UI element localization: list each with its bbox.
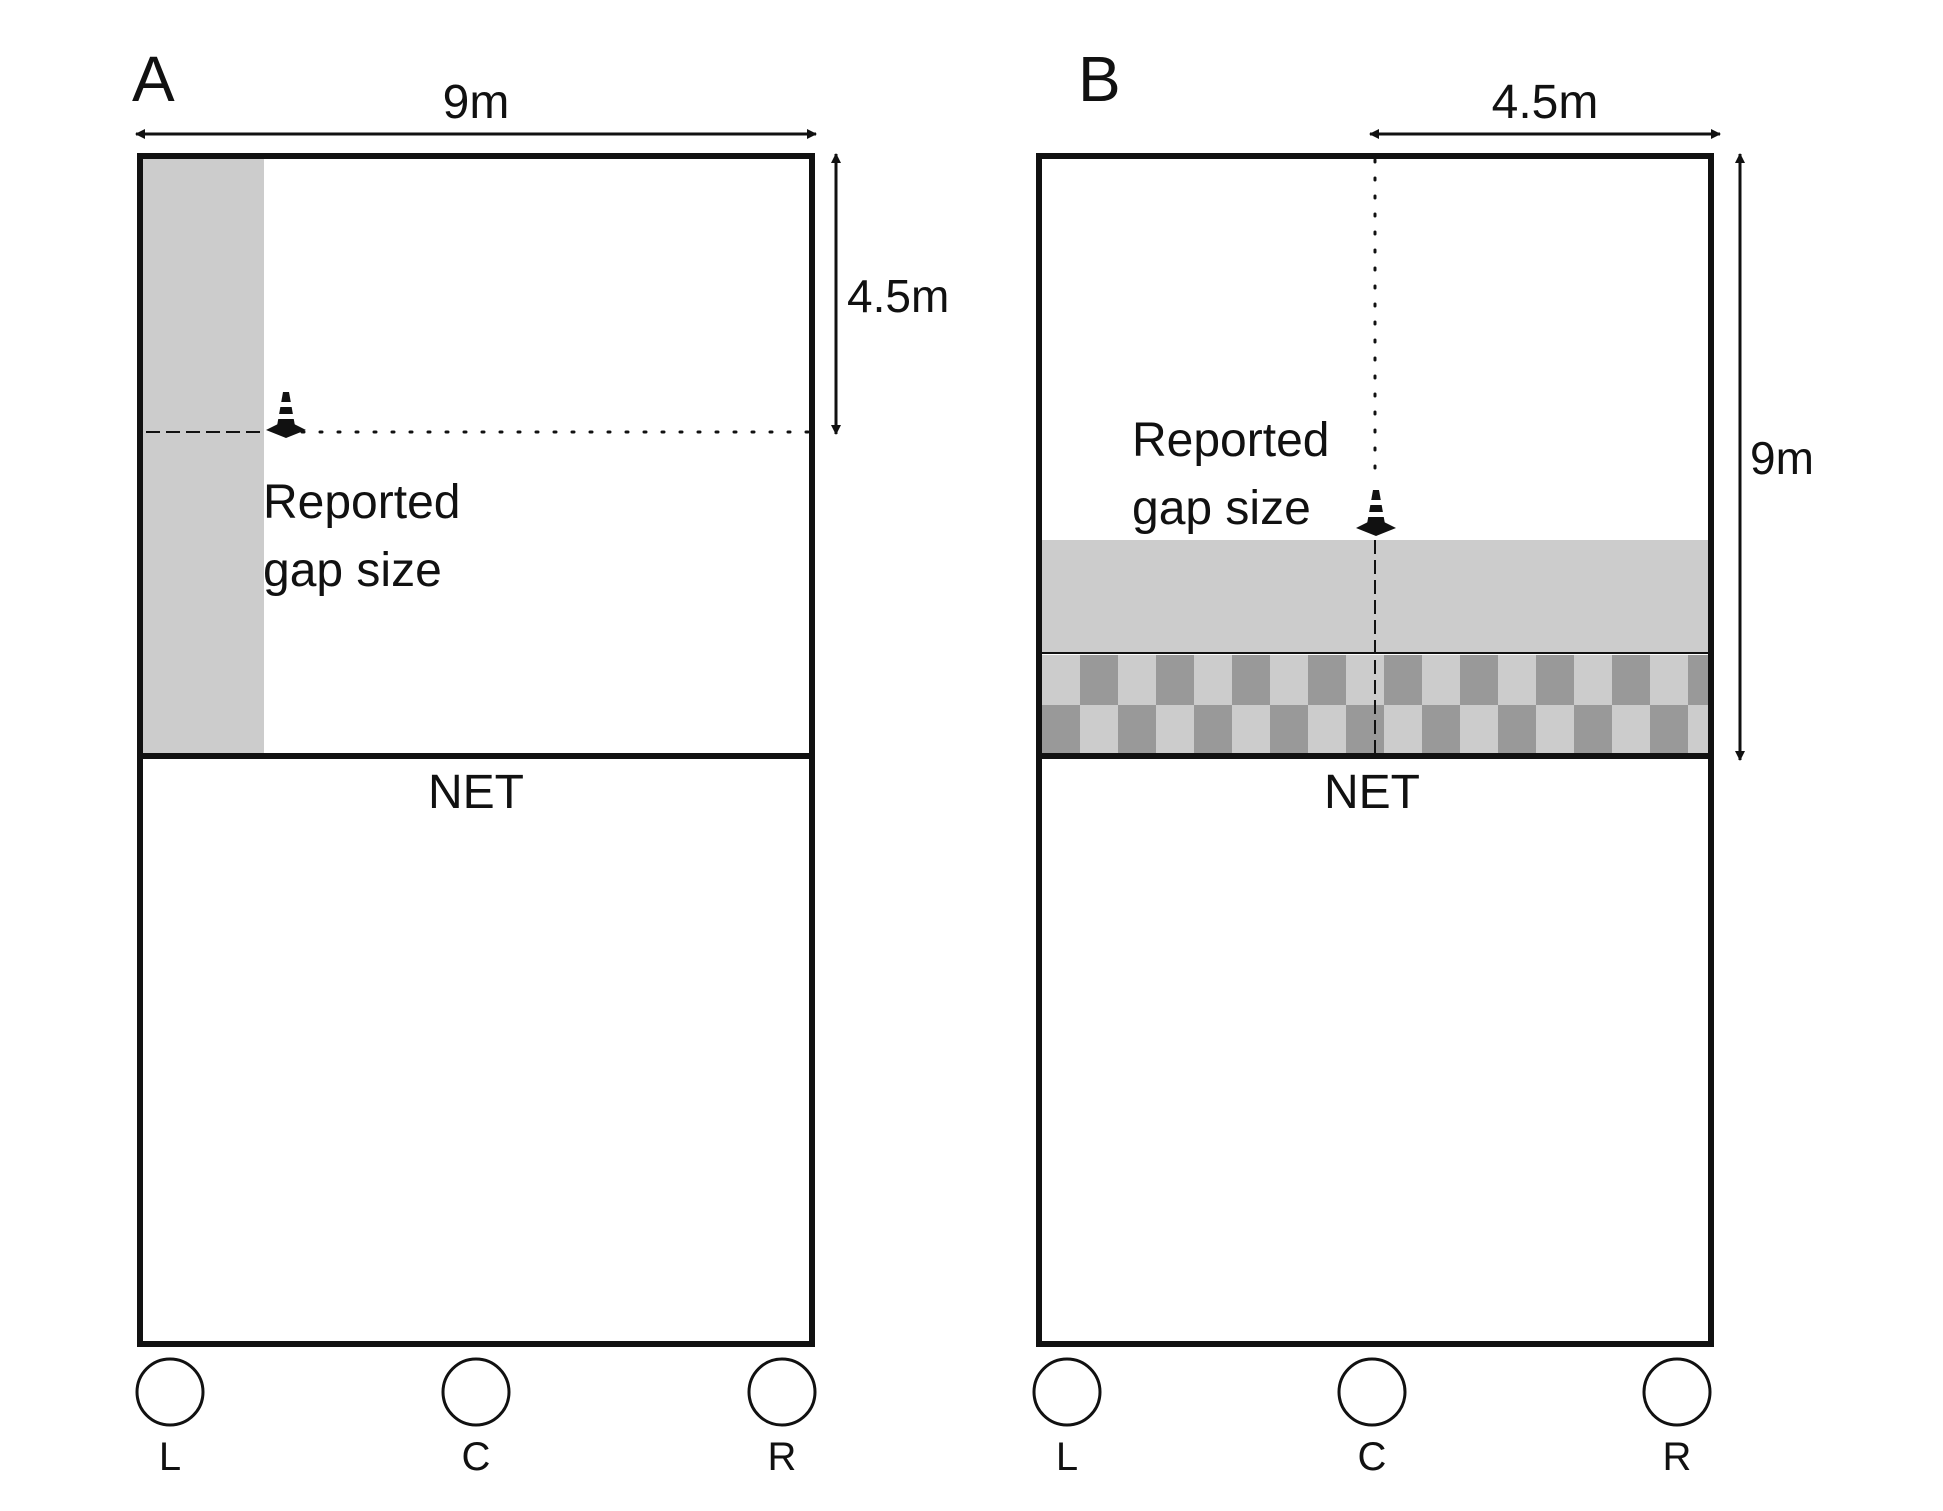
panel-b-letter: B: [1078, 43, 1121, 115]
panel-b-position-c: C: [1358, 1435, 1387, 1479]
panel-a-letter: A: [132, 43, 175, 115]
panel-b-player-center: [1337, 1357, 1407, 1427]
panel-a-player-left: [135, 1357, 205, 1427]
panel-a-position-c: C: [462, 1435, 491, 1479]
panel-a: A 9m 4.5m Reported gap size NET L C R: [132, 43, 949, 1479]
panel-a-player-center: [441, 1357, 511, 1427]
panel-a-court-outline: [137, 153, 815, 1347]
panel-a-gap-label-line2: gap size: [263, 544, 442, 597]
panel-a-depth-label: 4.5m: [847, 270, 949, 322]
panel-a-width-label: 9m: [443, 76, 510, 129]
panel-a-cone-icon: [266, 392, 306, 438]
panel-a-gap-label-line1: Reported: [263, 476, 460, 529]
panel-b-gap-label-line1: Reported: [1132, 414, 1329, 467]
panel-b-shaded-zone: [1042, 540, 1710, 653]
panel-b-width-label: 4.5m: [1492, 76, 1599, 129]
panel-a-shaded-zone: [142, 158, 264, 756]
panel-a-position-l: L: [159, 1435, 181, 1479]
panel-b-depth-label: 9m: [1750, 432, 1814, 484]
panel-b-player-right: [1642, 1357, 1712, 1427]
panel-b: B 4.5m 9m Reported gap size NET L: [1032, 43, 1814, 1479]
panel-b-net-label: NET: [1324, 766, 1420, 819]
panel-a-net-label: NET: [428, 766, 524, 819]
panel-a-position-r: R: [768, 1435, 797, 1479]
panel-b-court-outline: [1036, 153, 1714, 1347]
panel-b-gap-label-line2: gap size: [1132, 482, 1311, 535]
panel-b-gap-label: Reported gap size: [1132, 414, 1343, 535]
panel-b-position-l: L: [1056, 1435, 1078, 1479]
panel-b-cone-icon: [1356, 490, 1396, 536]
panel-a-gap-label: Reported gap size: [263, 476, 474, 597]
panel-a-player-right: [747, 1357, 817, 1427]
panel-b-player-left: [1032, 1357, 1102, 1427]
panel-b-position-r: R: [1663, 1435, 1692, 1479]
